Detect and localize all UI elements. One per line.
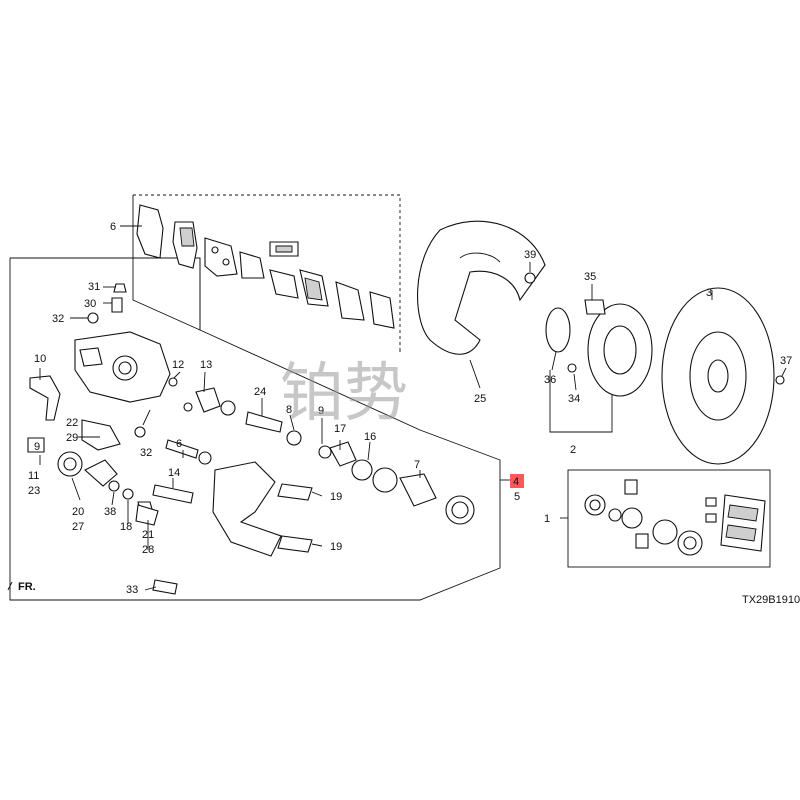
front-direction-label: FR.: [18, 581, 36, 593]
label-6b: 6: [176, 438, 182, 450]
seal-kit-frame: [567, 469, 771, 568]
diagram-code: TX29B1910: [742, 594, 800, 606]
brake-pad-set: [136, 204, 395, 329]
label-14: 14: [168, 467, 180, 479]
label-19b: 19: [330, 541, 342, 553]
label-18: 18: [120, 521, 132, 533]
hub-bearing: [545, 299, 653, 397]
label-11: 11: [28, 470, 39, 482]
label-17: 17: [334, 423, 346, 435]
label-6: 6: [110, 221, 116, 233]
label-30: 30: [84, 298, 96, 310]
piston-components: [135, 377, 475, 526]
label-38: 38: [104, 506, 116, 518]
label-3: 3: [706, 287, 712, 299]
leader-lines: [7, 225, 787, 591]
label-1: 1: [544, 513, 550, 525]
label-20: 20: [72, 506, 84, 518]
label-34: 34: [568, 393, 580, 405]
label-28: 28: [142, 544, 154, 556]
label-36: 36: [544, 374, 556, 386]
label-31: 31: [88, 281, 100, 293]
label-33: 33: [126, 584, 138, 596]
splash-shield: [417, 220, 546, 355]
label-29: 29: [66, 432, 78, 444]
hub-group-frame: [549, 370, 613, 433]
label-22: 22: [66, 417, 78, 429]
callout-labels: 6 31 30 32 10 9 12 13 24 8 9 17 16 7 6 1…: [18, 221, 800, 606]
label-8: 8: [286, 404, 292, 416]
label-39: 39: [524, 249, 536, 261]
caliper-body: [74, 331, 171, 403]
brake-disc: [661, 287, 785, 465]
highlight-box: [510, 474, 524, 488]
label-21: 21: [142, 529, 154, 541]
label-4: 4: [513, 476, 519, 488]
label-10: 10: [34, 353, 46, 365]
label-37: 37: [780, 355, 792, 367]
label-35: 35: [584, 271, 596, 283]
label-23: 23: [28, 485, 40, 497]
watermark: 铂势: [280, 357, 408, 431]
label-5: 5: [514, 491, 520, 503]
label-12: 12: [172, 359, 184, 371]
label-27: 27: [72, 521, 84, 533]
label-9: 9: [34, 441, 40, 453]
label-24: 24: [254, 386, 266, 398]
label-2: 2: [570, 444, 576, 456]
label-32b: 32: [140, 447, 152, 459]
label-32a: 32: [52, 313, 64, 325]
pad-group-frame: [132, 194, 401, 352]
label-25: 25: [474, 393, 486, 405]
caliper-bracket: [152, 461, 313, 595]
label-13: 13: [200, 359, 212, 371]
parking-lever: [27, 375, 155, 517]
seal-kit-parts: [584, 479, 766, 556]
bleeder-parts: [87, 283, 127, 324]
caliper-group-frame: [9, 257, 501, 601]
label-16: 16: [364, 431, 376, 443]
label-9: 9: [318, 405, 324, 417]
label-7: 7: [414, 459, 420, 471]
label-19a: 19: [330, 491, 342, 503]
